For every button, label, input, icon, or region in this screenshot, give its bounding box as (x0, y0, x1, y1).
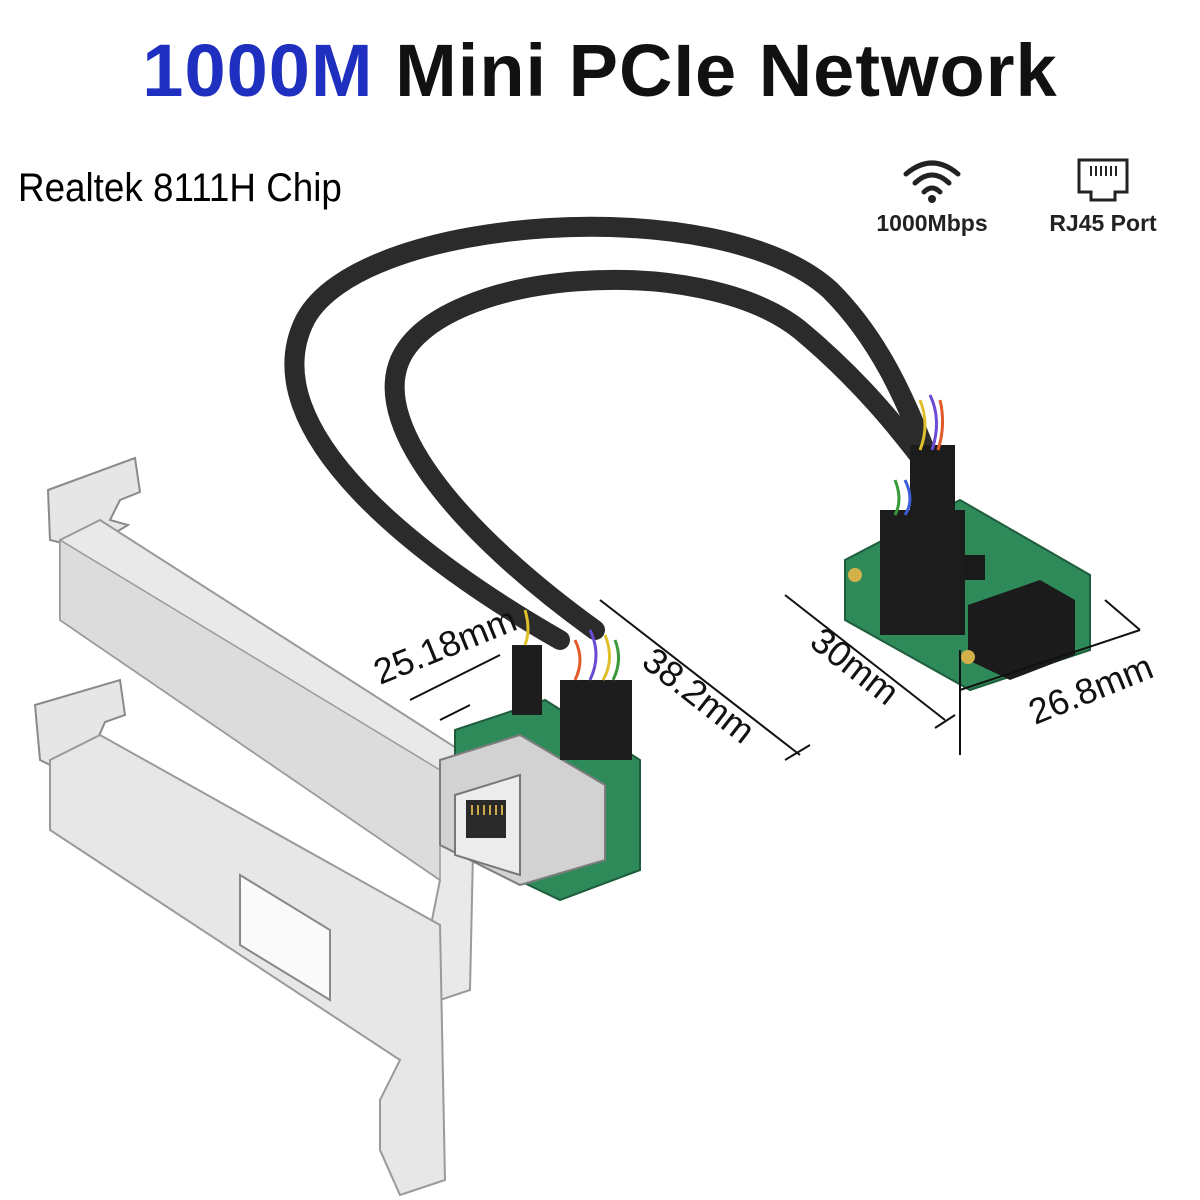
dim-bracket-board-width: 25.18mm (368, 598, 523, 692)
title-rest: Mini PCIe Network (395, 29, 1058, 112)
chip-subtitle: Realtek 8111H Chip (18, 166, 342, 210)
rj45-port-icon (1077, 158, 1129, 202)
title-accent: 1000M (142, 29, 374, 112)
feature-speed: 1000Mbps (872, 156, 992, 237)
dim-bracket-board-length: 38.2mm (635, 639, 763, 751)
rj45-board (439, 609, 641, 902)
mini-pcie-card (844, 394, 1091, 692)
low-profile-bracket (33, 678, 447, 1197)
dimension-lines (409, 594, 1141, 761)
feature-port-label: RJ45 Port (1049, 210, 1157, 236)
feature-port: RJ45 Port (1040, 156, 1166, 237)
feature-speed-label: 1000Mbps (876, 210, 988, 236)
cables (284, 216, 946, 650)
page-title: 1000M Mini PCIe Network (0, 28, 1200, 113)
wifi-icon (903, 160, 961, 203)
